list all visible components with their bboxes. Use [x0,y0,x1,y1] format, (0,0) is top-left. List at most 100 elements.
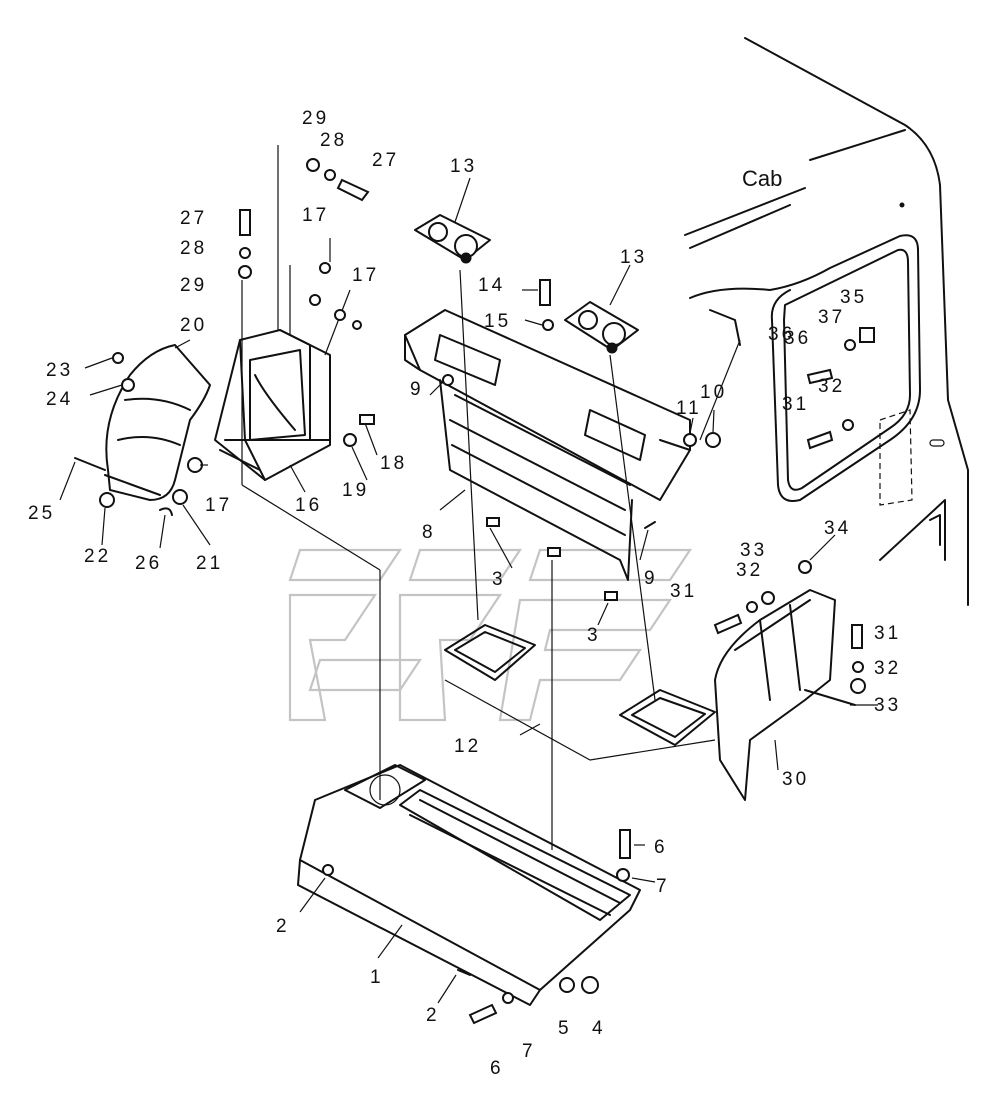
washer-15 [542,319,554,331]
label-33: 33 [740,540,767,561]
label-3: 3 [587,625,601,646]
washer-33-mid [761,591,775,605]
label-15: 15 [484,311,511,332]
washer-7-top [616,868,630,882]
part-13-vent-left [414,214,491,264]
clip-9-right [644,521,656,529]
bolt-17-d [352,320,362,330]
label-24: 24 [46,389,73,410]
bolt-31-right [851,624,863,649]
bolt-17-b [309,294,321,306]
label-31: 31 [782,394,809,415]
washer-29-left [238,265,252,279]
cab-outline [684,37,969,606]
plate-35 [859,327,875,343]
washer-29-top [306,158,320,172]
label-32: 32 [874,658,901,679]
label-8: 8 [422,522,436,543]
washer-32-upper [842,419,854,431]
washer-37 [844,339,856,351]
label-9: 9 [644,568,658,589]
bolt-23 [112,352,124,364]
nut-10 [705,432,721,448]
bolt-27-left [239,209,251,236]
bolt-21 [172,489,188,505]
label-6: 6 [490,1058,504,1079]
part-20-left-cover [104,344,211,501]
label-20: 20 [180,315,207,336]
nut-22 [99,492,115,508]
bolt-17-c [334,309,346,321]
label-1: 1 [370,967,384,988]
label-31: 31 [670,581,697,602]
part-16-bracket [214,329,331,481]
bolt-24 [121,378,135,392]
label-4: 4 [592,1018,606,1039]
clip-2-left [322,864,334,876]
part-12-gasket-left [444,624,536,681]
label-37: 37 [818,307,845,328]
clip-18 [359,414,375,425]
label-19: 19 [342,480,369,501]
washer-7-bottom [502,992,514,1004]
label-16: 16 [295,495,322,516]
label-30: 30 [782,769,809,790]
label-29: 29 [302,108,329,129]
nut-5 [559,977,575,993]
part-13-vent-right [564,301,639,354]
bolt-6-bottom [468,1003,498,1025]
label-7: 7 [656,876,670,897]
clip-9-left [442,374,454,386]
clip-2-bottom [457,969,471,976]
label-17: 17 [205,495,232,516]
label-32: 32 [736,560,763,581]
label-34: 34 [824,518,851,539]
label-35: 35 [840,287,867,308]
part-8-center-panel [404,309,691,581]
label-23: 23 [46,360,73,381]
bolt-6-top [619,829,631,859]
bolt-14 [539,279,551,306]
washer-11 [683,433,697,447]
part-12-gasket-right [619,689,716,746]
part-1-floor-tray [297,764,641,1006]
watermark-logo [288,548,693,722]
part-number-labels: 29 28 27 27 28 29 17 17 17 20 23 24 25 2… [28,108,901,1079]
label-9: 9 [410,379,424,400]
label-31: 31 [874,623,901,644]
label-27: 27 [372,150,399,171]
label-10: 10 [700,382,727,403]
part-30-right-bracket [714,589,856,801]
cap-34 [798,560,812,574]
nut-4 [581,976,599,994]
label-17: 17 [302,205,329,226]
washer-32-right [852,661,864,673]
rod-25 [74,457,106,471]
label-21: 21 [196,553,223,574]
washer-33-right [850,678,866,694]
clip-26 [159,507,173,516]
label-12: 12 [454,736,481,757]
label-26: 26 [135,553,162,574]
label-32: 32 [818,376,845,397]
bolt-36 [806,368,834,385]
label-29: 29 [180,275,207,296]
fasteners [74,158,875,1025]
clip-3-a [486,517,500,527]
label-36: 36 [784,328,811,349]
label-pointers [59,177,878,1004]
washer-32-mid [746,601,758,613]
bolt-17-a [319,262,331,274]
label-28: 28 [180,238,207,259]
label-33: 33 [874,695,901,716]
clip-3-c [604,591,618,601]
clip-3-b [547,547,561,557]
label-3: 3 [492,569,506,590]
washer-28-left [239,247,251,259]
label-5: 5 [558,1018,572,1039]
label-22: 22 [84,546,111,567]
label-6: 6 [654,837,668,858]
label-27: 27 [180,208,207,229]
